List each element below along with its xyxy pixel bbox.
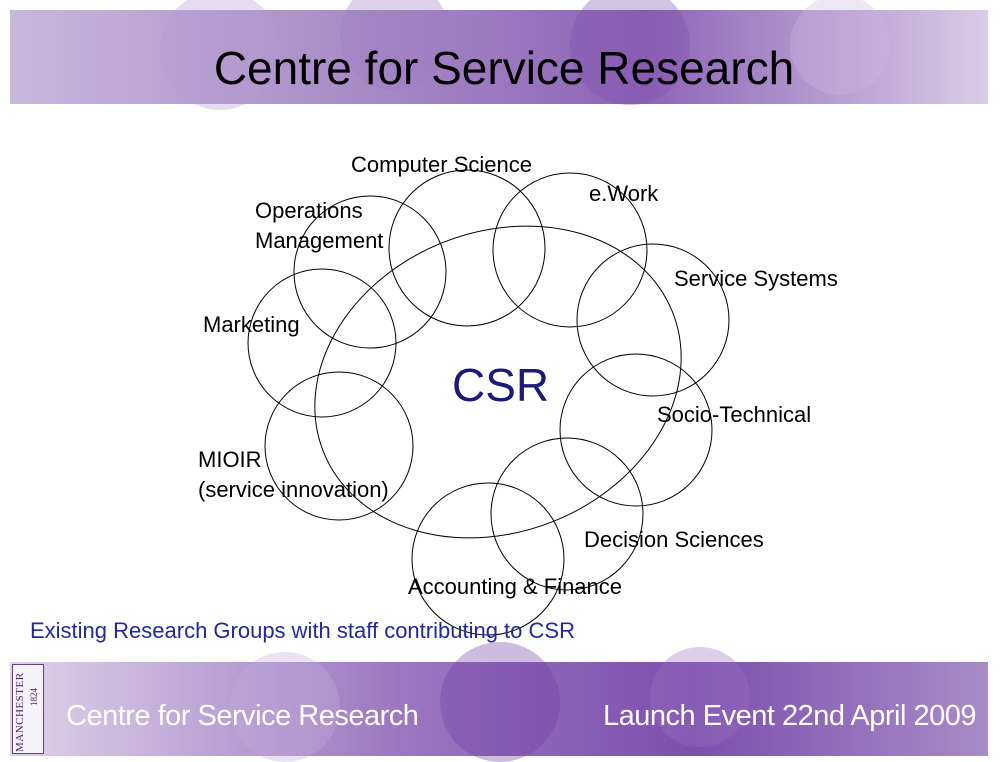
footer-centre-name: Centre for Service Research xyxy=(66,700,419,732)
gear-decoration xyxy=(790,0,890,95)
gear-decoration xyxy=(650,647,750,747)
page-title: Centre for Service Research xyxy=(213,42,795,94)
group-label-service-systems: Service Systems xyxy=(674,266,838,291)
group-label-operations-management: Operations Management xyxy=(255,196,383,256)
gear-decoration xyxy=(230,652,340,762)
logo-year: 1824 xyxy=(29,688,39,706)
gear-decoration xyxy=(440,642,560,762)
group-circle-computer-science xyxy=(388,169,546,327)
group-label-socio-technical: Socio-Technical xyxy=(657,402,812,427)
gear-decoration xyxy=(340,0,450,90)
group-label-accounting-finance: Accounting & Finance xyxy=(408,574,623,599)
gear-decoration xyxy=(160,0,280,110)
group-circle-operations-management xyxy=(293,195,447,349)
footer-band xyxy=(10,642,988,762)
label-line: Operations xyxy=(255,198,363,223)
csr-center-label: CSR xyxy=(452,359,550,411)
group-circle-socio-technical xyxy=(559,353,713,507)
group-label-decision-sciences: Decision Sciences xyxy=(584,527,764,552)
group-circle-decision-sciences xyxy=(490,437,644,591)
group-label-marketing: Marketing xyxy=(203,312,300,337)
group-circle-accounting-finance xyxy=(411,482,565,636)
label-line: Management xyxy=(255,228,384,253)
header-band xyxy=(10,0,988,110)
group-circle-marketing xyxy=(247,268,397,418)
label-line: (service innovation) xyxy=(198,477,389,502)
footer-event-date: Launch Event 22nd April 2009 xyxy=(603,700,976,732)
logo-text: MANCHESTER xyxy=(14,672,26,752)
label-line: MIOIR xyxy=(198,447,262,472)
group-label-ework: e.Work xyxy=(589,181,659,206)
diagram-caption: Existing Research Groups with staff cont… xyxy=(30,618,575,643)
group-circle-ework xyxy=(492,172,648,328)
group-label-computer-science: Computer Science xyxy=(351,152,532,177)
group-label-mioir: MIOIR (service innovation) xyxy=(198,445,389,505)
group-circle-mioir xyxy=(264,371,414,521)
group-circle-service-systems xyxy=(576,243,730,397)
gear-decoration xyxy=(570,0,690,105)
university-logo xyxy=(12,664,44,754)
